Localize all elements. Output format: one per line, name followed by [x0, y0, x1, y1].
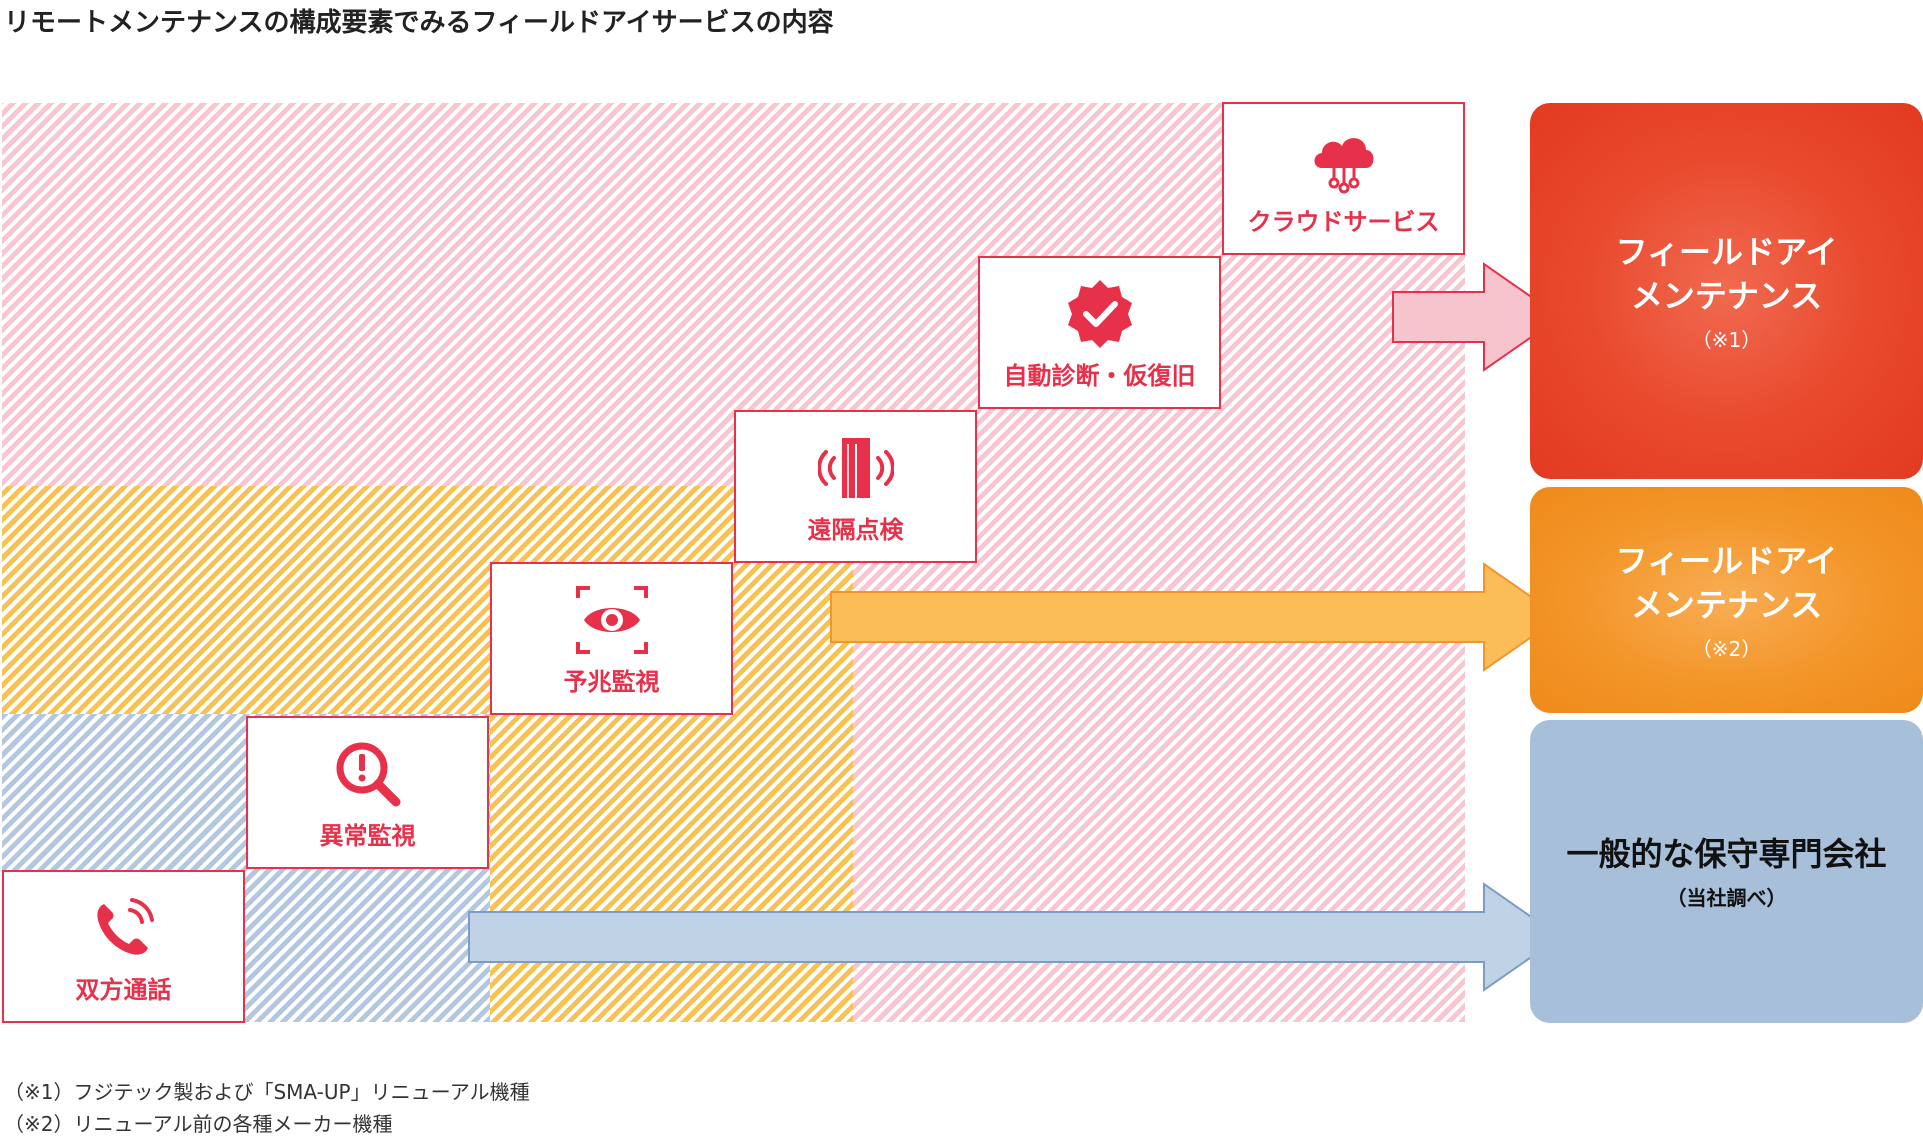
result-fieldeye-maintenance-2: フィールドアイ メンテナンス （※2）	[1530, 487, 1923, 713]
step-label: 双方通話	[75, 976, 172, 1004]
step-label: クラウドサービス	[1247, 208, 1440, 236]
step-two-way-call: 双方通話	[2, 870, 245, 1023]
footnote-1: （※1）フジテック製および「SMA-UP」リニューアル機種	[4, 1080, 530, 1104]
elevator-signal-icon	[817, 438, 894, 498]
result-name-line1: 一般的な保守専門会社	[1566, 835, 1887, 873]
result-name-line1: フィールドアイ	[1615, 541, 1838, 580]
result-general-maintenance-company: 一般的な保守専門会社 （当社調べ）	[1530, 720, 1923, 1023]
result-fieldeye-maintenance-1: フィールドアイ メンテナンス （※1）	[1530, 103, 1923, 479]
result-note: （※2）	[1691, 636, 1762, 661]
result-name-line1: フィールドアイ	[1615, 232, 1838, 271]
result-name-line2: メンテナンス	[1630, 276, 1823, 315]
page-title: リモートメンテナンスの構成要素でみるフィールドアイサービスの内容	[4, 8, 834, 38]
check-badge-icon	[1067, 280, 1132, 348]
arrow-blue	[468, 882, 1562, 992]
step-auto-diagnosis: 自動診断・仮復旧	[978, 256, 1221, 409]
eye-scan-icon	[575, 586, 648, 654]
arrow-red	[1392, 262, 1562, 372]
phone-icon	[96, 898, 154, 955]
step-cloud-service: クラウドサービス	[1222, 102, 1465, 255]
result-note: （※1）	[1691, 327, 1762, 352]
step-remote-inspection: 遠隔点検	[734, 410, 977, 563]
result-note: （当社調べ）	[1666, 886, 1787, 910]
step-anomaly-monitoring: 異常監視	[246, 716, 489, 869]
arrow-orange	[830, 562, 1562, 672]
result-name-line2: メンテナンス	[1630, 585, 1823, 624]
step-label: 自動診断・仮復旧	[1003, 362, 1196, 390]
footnote-2: （※2）リニューアル前の各種メーカー機種	[4, 1112, 393, 1136]
cloud-network-icon	[1314, 138, 1373, 194]
alert-search-icon	[336, 742, 400, 807]
step-label: 予兆監視	[563, 668, 660, 696]
step-predictive-monitoring: 予兆監視	[490, 562, 733, 715]
step-label: 遠隔点検	[807, 516, 904, 544]
step-label: 異常監視	[319, 822, 416, 850]
